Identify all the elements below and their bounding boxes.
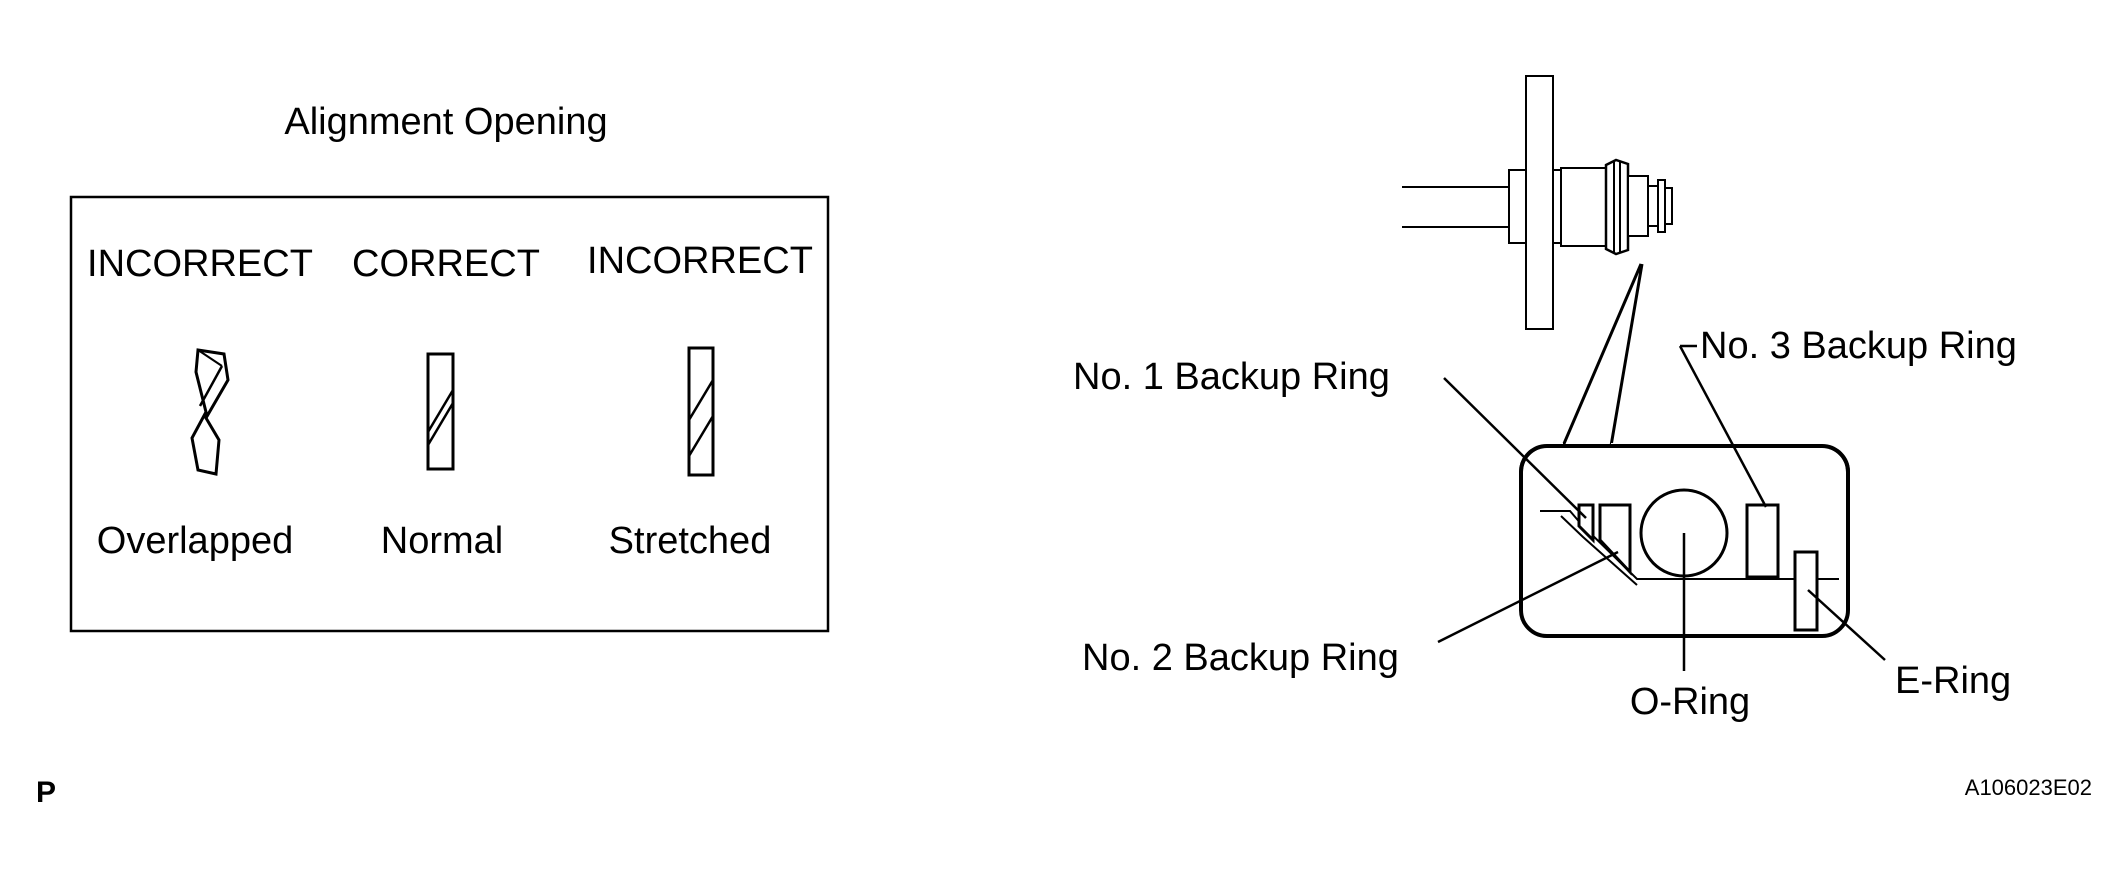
- stretched-ring-icon: [687, 346, 715, 477]
- no2-backup-ring-shape: [1598, 503, 1632, 576]
- header-incorrect-left: INCORRECT: [87, 243, 313, 285]
- overlapped-ring-icon: [190, 348, 230, 476]
- normal-ring-icon: [426, 352, 455, 471]
- detail-internals: [1540, 488, 1839, 632]
- label-no1-backup-ring: No. 1 Backup Ring: [1073, 356, 1390, 398]
- caption-overlapped: Overlapped: [97, 520, 293, 562]
- label-no3-backup-ring: No. 3 Backup Ring: [1700, 325, 2017, 367]
- alignment-frame: [69, 195, 830, 633]
- figure-code: A106023E02: [1965, 775, 2092, 800]
- caption-normal: Normal: [381, 520, 503, 562]
- caption-stretched: Stretched: [609, 520, 772, 562]
- leader-lines: [1437, 344, 1886, 671]
- no3-backup-ring-shape: [1745, 503, 1780, 579]
- header-incorrect-right: INCORRECT: [587, 240, 813, 282]
- label-o-ring: O-Ring: [1630, 681, 1750, 723]
- label-e-ring: E-Ring: [1895, 660, 2011, 702]
- injector-illustration: [1402, 75, 1673, 330]
- alignment-title: Alignment Opening: [284, 101, 607, 143]
- label-no2-backup-ring: No. 2 Backup Ring: [1082, 637, 1399, 679]
- header-correct: CORRECT: [352, 243, 540, 285]
- footer-left-mark: P: [36, 776, 56, 809]
- e-ring-shape: [1793, 550, 1819, 632]
